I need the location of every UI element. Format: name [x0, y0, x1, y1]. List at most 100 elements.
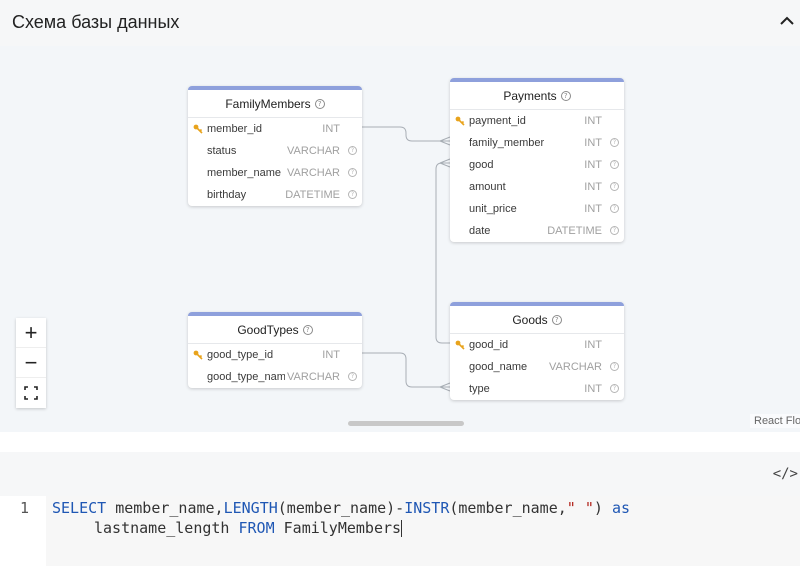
- field-row: status VARCHAR ?: [188, 140, 362, 162]
- field-name: member_name: [207, 167, 281, 179]
- code-line-wrapped: lastname_length FROM FamilyMembers: [94, 519, 403, 537]
- fit-view-icon: [24, 386, 38, 400]
- editor-toolbar: </>: [0, 452, 800, 496]
- info-icon[interactable]: ?: [551, 314, 562, 325]
- sql-keyword: FROM: [238, 519, 275, 537]
- info-icon[interactable]: ?: [348, 190, 357, 199]
- field-name: date: [469, 225, 491, 237]
- info-icon[interactable]: ?: [348, 372, 357, 381]
- field-type: VARCHAR: [287, 145, 340, 157]
- sql-function: LENGTH: [223, 499, 278, 517]
- horizontal-scrollbar[interactable]: [348, 421, 464, 426]
- sql-keyword: SELECT: [52, 499, 107, 517]
- table-node-payments[interactable]: Payments ? payment_id INT family_member …: [450, 78, 624, 242]
- code-line: SELECT member_name,LENGTH(member_name)-I…: [52, 499, 630, 517]
- table-node-goods[interactable]: Goods ? good_id INT good_name VARCHAR ? …: [450, 302, 624, 400]
- field-row: good INT ?: [450, 154, 624, 176]
- field-row: good_type_name VARCHAR ?: [188, 366, 362, 388]
- field-name: status: [207, 145, 237, 157]
- field-row: date DATETIME ?: [450, 220, 624, 242]
- info-icon[interactable]: ?: [610, 138, 619, 147]
- table-name: GoodTypes: [237, 322, 299, 337]
- info-icon[interactable]: ?: [610, 204, 619, 213]
- table-header: FamilyMembers ?: [188, 90, 362, 118]
- crowfoot-marker: [439, 158, 451, 168]
- sql-string: " ": [566, 499, 594, 517]
- field-row: type INT ?: [450, 378, 624, 400]
- field-name: member_id: [207, 123, 263, 135]
- field-name: good: [469, 159, 494, 171]
- field-row: unit_price INT ?: [450, 198, 624, 220]
- chevron-up-icon[interactable]: [778, 12, 796, 30]
- edge-member-payment: [362, 126, 440, 142]
- field-name: good_id: [469, 339, 509, 351]
- field-name: family_member: [469, 137, 545, 149]
- info-icon[interactable]: ?: [610, 226, 619, 235]
- sql-token: (member_name,: [449, 499, 567, 517]
- line-number: 1: [20, 499, 30, 517]
- line-gutter: 1: [0, 496, 46, 566]
- sql-token: lastname_length: [94, 519, 239, 537]
- field-row: member_name VARCHAR ?: [188, 162, 362, 184]
- field-name: birthday: [207, 189, 247, 201]
- info-icon[interactable]: ?: [560, 90, 571, 101]
- field-type: VARCHAR: [549, 361, 602, 373]
- info-icon[interactable]: ?: [610, 160, 619, 169]
- field-name: type: [469, 383, 490, 395]
- crowfoot-marker: [439, 136, 451, 146]
- field-type: VARCHAR: [287, 371, 340, 383]
- field-row: amount INT ?: [450, 176, 624, 198]
- crowfoot-marker: [439, 382, 451, 392]
- relationship-edges: [362, 126, 451, 392]
- field-row: member_id INT: [188, 118, 362, 140]
- sql-token: (member_name)-: [277, 499, 405, 517]
- info-icon[interactable]: ?: [348, 168, 357, 177]
- field-type: INT: [584, 159, 602, 171]
- sql-function: INSTR: [404, 499, 450, 517]
- table-header: Goods ?: [450, 306, 624, 334]
- sql-token: member_name,: [106, 499, 224, 517]
- schema-title: Схема базы данных: [12, 12, 180, 32]
- field-type: INT: [584, 137, 602, 149]
- field-type: DATETIME: [285, 189, 340, 201]
- table-name: Goods: [512, 312, 548, 327]
- field-name: unit_price: [469, 203, 517, 215]
- info-icon[interactable]: ?: [610, 362, 619, 371]
- schema-panel-header[interactable]: Схема базы данных: [0, 0, 800, 46]
- zoom-controls: + −: [16, 318, 46, 408]
- sql-token: FamilyMembers: [274, 519, 402, 537]
- key-icon: [193, 124, 203, 134]
- key-icon: [455, 340, 465, 350]
- info-icon[interactable]: ?: [610, 384, 619, 393]
- field-name: payment_id: [469, 115, 526, 127]
- field-name: good_type_name: [207, 371, 285, 383]
- code-input[interactable]: SELECT member_name,LENGTH(member_name)-I…: [46, 496, 800, 566]
- field-type: INT: [584, 115, 602, 127]
- react-flow-attribution[interactable]: React Flow: [750, 414, 800, 428]
- field-name: amount: [469, 181, 506, 193]
- field-row: good_name VARCHAR ?: [450, 356, 624, 378]
- schema-canvas[interactable]: FamilyMembers ? member_id INT status VAR…: [0, 46, 800, 432]
- field-type: DATETIME: [547, 225, 602, 237]
- field-row: payment_id INT: [450, 110, 624, 132]
- table-node-familymembers[interactable]: FamilyMembers ? member_id INT status VAR…: [188, 86, 362, 206]
- zoom-in-button[interactable]: +: [16, 318, 46, 348]
- edge-good-payment: [435, 162, 450, 344]
- info-icon[interactable]: ?: [348, 146, 357, 155]
- sql-editor[interactable]: 1 SELECT member_name,LENGTH(member_name)…: [0, 496, 800, 566]
- field-type: INT: [322, 349, 340, 361]
- fit-view-button[interactable]: [16, 378, 46, 408]
- field-type: VARCHAR: [287, 167, 340, 179]
- key-icon: [193, 350, 203, 360]
- code-view-toggle-icon[interactable]: </>: [772, 466, 798, 482]
- text-cursor: [401, 520, 403, 537]
- sql-keyword: as: [611, 499, 630, 517]
- edge-goodtype-goods: [362, 352, 440, 388]
- field-type: INT: [584, 383, 602, 395]
- zoom-out-button[interactable]: −: [16, 348, 46, 378]
- info-icon[interactable]: ?: [302, 324, 313, 335]
- field-row: birthday DATETIME ?: [188, 184, 362, 206]
- info-icon[interactable]: ?: [314, 98, 325, 109]
- info-icon[interactable]: ?: [610, 182, 619, 191]
- table-node-goodtypes[interactable]: GoodTypes ? good_type_id INT good_type_n…: [188, 312, 362, 388]
